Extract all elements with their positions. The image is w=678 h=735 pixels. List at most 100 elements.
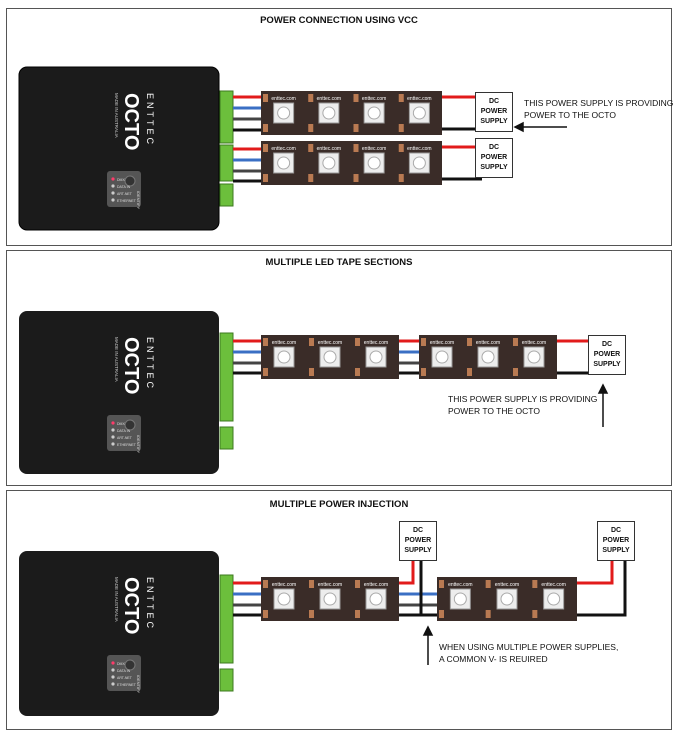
octo-controller xyxy=(18,66,220,231)
identify-panel: IDENTIFY DMX DATA IN ART-NET ETHERNET xyxy=(107,655,141,694)
origin-label: MADE IN AUSTRALIA xyxy=(114,337,119,382)
strip-label: enttec.com xyxy=(541,582,565,588)
led-pixel: enttec.com xyxy=(355,338,388,376)
strip-label: enttec.com xyxy=(318,582,342,588)
panel-multiple-injection: MULTIPLE POWER INJECTION enttec.com entte… xyxy=(6,490,672,730)
strip-label: enttec.com xyxy=(272,340,296,346)
annotation-note: WHEN USING MULTIPLE POWER SUPPLIES,A COM… xyxy=(439,642,619,664)
status-led-icon xyxy=(111,442,115,446)
wires xyxy=(233,95,482,183)
arrow xyxy=(513,121,567,133)
status-led-icon xyxy=(111,435,115,439)
status-led-label: ART-NET xyxy=(117,676,133,680)
led-pixel: enttec.com xyxy=(353,94,386,132)
led-pixel: enttec.com xyxy=(485,580,519,618)
status-led-label: DMX xyxy=(117,662,125,666)
status-led-icon xyxy=(111,428,115,432)
led-pixel: enttec.com xyxy=(421,338,454,376)
panel-title: MULTIPLE LED TAPE SECTIONS xyxy=(265,257,413,268)
strip-label: enttec.com xyxy=(407,96,431,102)
model-label: OCTO xyxy=(120,93,142,150)
strip-label: enttec.com xyxy=(271,146,295,152)
brand-label: ENTTEC xyxy=(145,337,155,391)
led-pixel: enttec.com xyxy=(355,580,388,618)
status-led-icon xyxy=(111,191,115,195)
identify-button-icon[interactable] xyxy=(124,419,136,431)
led-pixel: enttec.com xyxy=(309,580,342,618)
strip-label: enttec.com xyxy=(272,582,296,588)
model-label: OCTO xyxy=(120,577,142,634)
led-pixel: enttec.com xyxy=(532,580,566,618)
led-pixel: enttec.com xyxy=(353,144,386,182)
status-led-label: DMX xyxy=(117,178,125,182)
led-pixel: enttec.com xyxy=(439,580,473,618)
strip-label: enttec.com xyxy=(362,146,386,152)
identify-panel: IDENTIFY DMX DATA IN ART-NET ETHERNET xyxy=(107,415,141,454)
led-pixel: enttec.com xyxy=(308,144,341,182)
status-led-icon xyxy=(111,675,115,679)
status-led-label: ETHERNET xyxy=(117,199,137,203)
strip-label: enttec.com xyxy=(448,582,472,588)
status-led-icon xyxy=(111,421,115,425)
led-pixel: enttec.com xyxy=(398,144,432,182)
led-pixel: enttec.com xyxy=(263,338,296,376)
strip-label: enttec.com xyxy=(407,146,431,152)
identify-button-icon[interactable] xyxy=(124,175,136,187)
led-pixel: enttec.com xyxy=(398,94,432,132)
model-label: OCTO xyxy=(120,337,142,394)
status-led-label: ART-NET xyxy=(117,436,133,440)
status-led-icon xyxy=(111,668,115,672)
status-led-icon xyxy=(111,177,115,181)
status-led-icon xyxy=(111,198,115,202)
brand-label: ENTTEC xyxy=(145,577,155,631)
status-led-label: ETHERNET xyxy=(117,683,137,687)
panel-title: POWER CONNECTION USING VCC xyxy=(260,15,418,26)
led-pixel: enttec.com xyxy=(263,580,296,618)
strip-label: enttec.com xyxy=(430,340,454,346)
led-pixel: enttec.com xyxy=(467,338,500,376)
wiring-diagram: enttec.com enttec.com enttec.com enttec.com… xyxy=(19,311,609,474)
strip-label: enttec.com xyxy=(362,96,386,102)
status-led-label: ART-NET xyxy=(117,192,133,196)
identify-label: IDENTIFY xyxy=(136,675,141,694)
strip-label: enttec.com xyxy=(364,340,388,346)
terminal-block xyxy=(219,90,234,207)
status-led-label: DATA IN xyxy=(117,429,131,433)
identify-button-icon[interactable] xyxy=(124,659,136,671)
identify-label: IDENTIFY xyxy=(136,191,141,210)
status-led-icon xyxy=(111,184,115,188)
status-led-icon xyxy=(111,661,115,665)
strip-label: enttec.com xyxy=(271,96,295,102)
strip-label: enttec.com xyxy=(364,582,388,588)
brand-label: ENTTEC xyxy=(145,93,155,147)
status-led-label: DATA IN xyxy=(117,669,131,673)
status-led-label: DMX xyxy=(117,422,125,426)
led-pixel: enttec.com xyxy=(513,338,546,376)
led-pixel: enttec.com xyxy=(308,94,341,132)
led-pixel: enttec.com xyxy=(309,338,342,376)
strip-label: enttec.com xyxy=(495,582,519,588)
wiring-diagram: enttec.com enttec.com enttec.com enttec.com… xyxy=(18,66,567,231)
status-led-icon xyxy=(111,682,115,686)
status-led-label: ETHERNET xyxy=(117,443,137,447)
panel-title: MULTIPLE POWER INJECTION xyxy=(269,499,409,510)
origin-label: MADE IN AUSTRALIA xyxy=(114,93,119,138)
identify-label: IDENTIFY xyxy=(136,435,141,454)
strip-label: enttec.com xyxy=(522,340,546,346)
status-led-label: DATA IN xyxy=(117,185,131,189)
strip-label: enttec.com xyxy=(317,146,341,152)
